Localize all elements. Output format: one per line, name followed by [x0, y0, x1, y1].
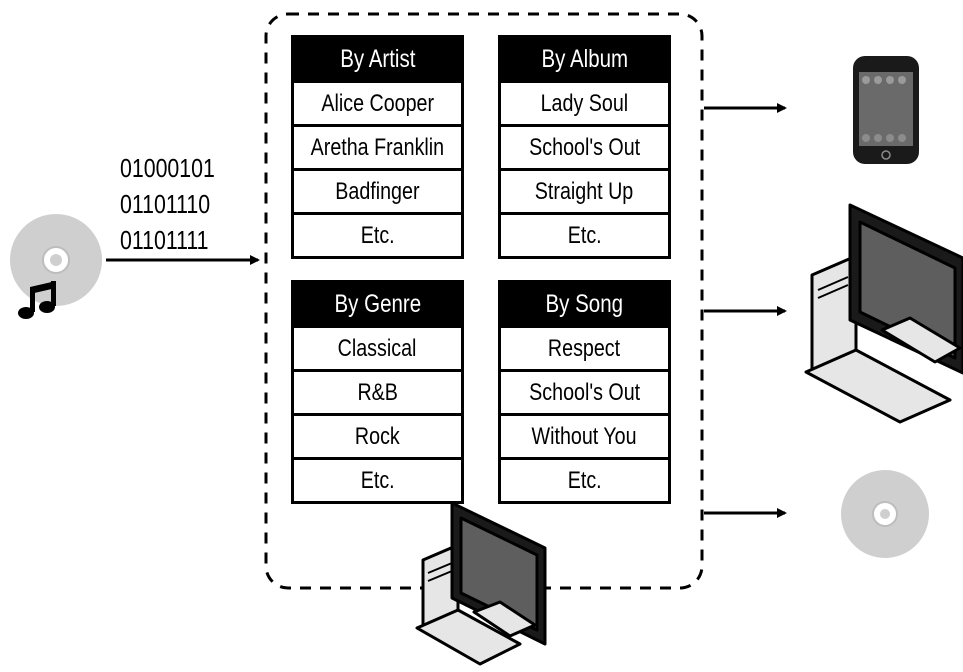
table-row: Etc. [501, 457, 668, 501]
table-row: Badfinger [294, 168, 461, 212]
table-row: Etc. [501, 212, 668, 256]
library-computer-icon [415, 501, 547, 666]
table-row: Classical [294, 325, 461, 369]
table-by-artist: By Artist Alice Cooper Aretha Franklin B… [291, 35, 464, 259]
table-by-song: By Song Respect School's Out Without You… [498, 280, 671, 504]
source-cd-icon [10, 214, 102, 306]
table-row: School's Out [501, 369, 668, 413]
binary-line: 01101111 [120, 225, 209, 255]
table-header: By Genre [294, 283, 461, 325]
table-row: Aretha Franklin [294, 124, 461, 168]
table-row: Alice Cooper [294, 80, 461, 124]
table-row: Without You [501, 413, 668, 457]
smartphone-icon [853, 56, 919, 164]
table-row: Straight Up [501, 168, 668, 212]
binary-line: 01000101 [120, 153, 215, 183]
table-row: School's Out [501, 124, 668, 168]
music-note-icon [18, 281, 56, 319]
table-row: Etc. [294, 457, 461, 501]
table-row: Etc. [294, 212, 461, 256]
table-header: By Album [501, 38, 668, 80]
desktop-computer-icon [804, 203, 963, 424]
table-row: Lady Soul [501, 80, 668, 124]
table-header: By Song [501, 283, 668, 325]
table-by-album: By Album Lady Soul School's Out Straight… [498, 35, 671, 259]
binary-line: 01101110 [120, 189, 211, 219]
output-cd-icon [841, 470, 929, 558]
table-row: R&B [294, 369, 461, 413]
table-header: By Artist [294, 38, 461, 80]
binary-data: 01000101 01101110 01101111 [120, 150, 236, 258]
table-row: Respect [501, 325, 668, 369]
table-by-genre: By Genre Classical R&B Rock Etc. [291, 280, 464, 504]
table-row: Rock [294, 413, 461, 457]
